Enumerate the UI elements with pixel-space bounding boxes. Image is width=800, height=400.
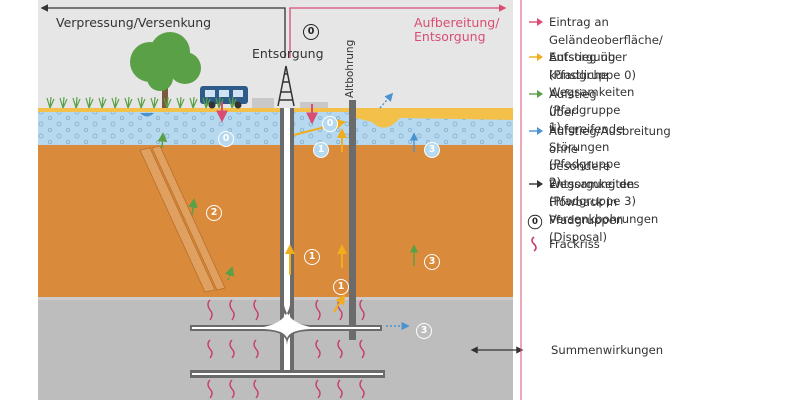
frack-wave [359,379,365,399]
frack-wave [253,299,259,321]
marker-0-right: 0 [322,111,338,132]
grass-tuft [150,96,159,109]
legend-text-line: Aufstieg über tiefgreifende [549,87,624,136]
grass-tuft [228,96,237,109]
treatment-arrow [289,4,507,58]
frack-wave [229,299,235,321]
disposal-label: Verpressung/Versenkung [56,15,212,30]
grass-tuft [163,96,172,109]
legend-text-line: besondere Wegsamkeiten [549,159,635,191]
treatment-label-2: Entsorgung [414,29,486,44]
frack-wave [315,379,321,399]
grass-tuft [202,96,211,109]
marker-3-deep: 3 [416,318,432,339]
marker-2: 2 [206,200,222,221]
yellow-arrow-icon [527,49,547,67]
legend-text-line: Aufstieg über künstliche [549,50,627,82]
frack-wave [253,339,259,359]
frack-wave [315,299,321,321]
legend-text-line: Entsorgung (Pfadgruppe 0) [549,50,636,82]
grass-tuft [176,96,185,109]
sandstone-wedge [356,110,513,128]
blue-arrow-surface [379,92,394,109]
legend-text-line: Aufstieg/Ausbreitung ohne [549,124,671,156]
legend-text-line: Frackriss [549,237,600,251]
frack-wave [253,379,259,399]
green-arrow-top [157,132,168,149]
grass-tuft [46,96,55,109]
frack-wave [207,379,213,399]
circle-zero-icon: 0 [527,212,547,230]
grass-tuft [59,96,68,109]
frack-wave [359,299,365,321]
pink-arrow-icon [527,14,547,32]
fault-zone [139,145,226,293]
frack-wave [337,339,343,359]
altbohrung-label: Altbohrung [344,39,356,98]
legend-text-line: Versenkbohrungen (Disposal) [549,212,659,244]
green-arrow-fault [188,198,198,216]
green-arrow-icon [527,86,547,104]
marker-1-mid: 1 [304,244,320,265]
marker-1-top: 1 [313,137,329,158]
shale-top-band [38,297,513,300]
drilling-rig [277,65,295,107]
summen-label: Summenwirkungen [551,343,664,357]
frack-wave [359,339,365,359]
rig-building [252,98,274,108]
marker-3-top: 3 [424,137,440,158]
grass-tuft [189,96,198,109]
legend-text-line: Wegsamkeiten (Pfadgruppe 1) [549,85,635,134]
grass-tuft [98,96,107,109]
grass-tufts [46,96,237,109]
grass-tuft [85,96,94,109]
treatment-label-1: Aufbereitung/ [414,15,500,30]
path-group-zero-marker: 0 [303,19,319,40]
legend-text-line: Eintrag an Geländeoberfläche/ [549,15,663,47]
clay-layer [38,145,513,297]
frack-wave [207,299,213,321]
frack-wave [337,379,343,399]
frack-wave-icon [527,236,547,254]
grass-tuft [137,96,146,109]
legend-text-line: Entsorgung des Flowback in [549,177,640,209]
grass-tuft [111,96,120,109]
surface-soil [38,108,513,112]
main-well-bore [284,108,290,378]
legend-text-line: Störungen (Pfadgruppe 2) [549,139,621,189]
marker-0-left: 0 [218,126,234,147]
marker-3-mid: 3 [424,249,440,270]
marker-1-deep: 1 [333,274,349,295]
entsorgung-label: Entsorgung [252,46,324,61]
black-arrow-icon [527,176,547,194]
horizontal-well-upper-bore [192,305,380,338]
grass-tuft [72,96,81,109]
grass-tuft [124,96,133,109]
shale-layer [38,297,513,400]
yellow-arrow-deep [333,294,346,313]
legend-text-line: Pfadgruppen [549,213,624,227]
water-drop-icon [140,113,154,117]
frack-wave [229,379,235,399]
rig-platform [300,102,328,108]
tree-illustration [130,32,201,108]
blue-arrow-icon [527,123,547,141]
frack-wave [315,339,321,359]
old-well [349,100,356,340]
frack-wave [207,339,213,359]
legend-text-line: (Pfadgruppe 3) [549,194,636,208]
disposal-arrow [40,4,286,58]
frack-wave [229,339,235,359]
